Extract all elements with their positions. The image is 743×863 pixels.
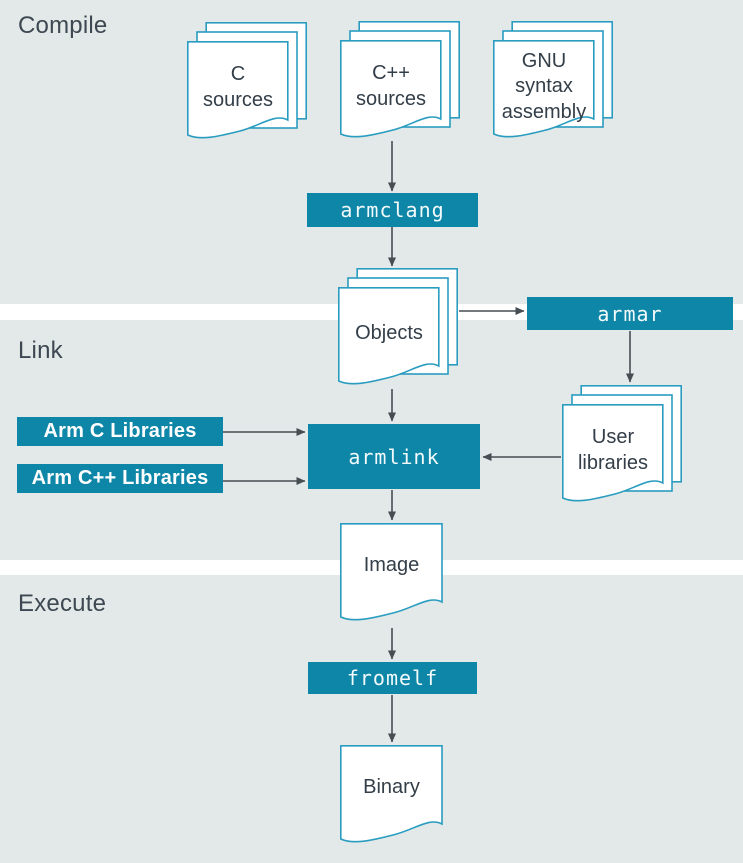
document-stack-icon (338, 268, 459, 385)
node-arm-c-libraries: Arm C Libraries (17, 417, 223, 446)
node-armar: armar (527, 297, 733, 330)
node-label: Arm C++ Libraries (31, 467, 209, 489)
document-stack-icon (340, 21, 461, 138)
node-label: armlink (348, 444, 440, 469)
section-label-execute: Execute (18, 590, 107, 617)
node-binary: Binary (340, 745, 443, 849)
node-label: Objects (355, 322, 423, 345)
node-c-sources: C sources (187, 22, 308, 147)
node-arm-cpp-libraries: Arm C++ Libraries (17, 464, 223, 493)
node-user-libraries: User libraries (562, 385, 683, 510)
document-stack-icon (493, 21, 614, 138)
section-label-link: Link (18, 337, 63, 364)
node-label: fromelf (346, 666, 439, 690)
document-stack-icon (562, 385, 683, 502)
node-armlink: armlink (308, 424, 480, 489)
node-label: armclang (340, 198, 445, 222)
document-stack-icon (187, 22, 308, 139)
node-label: armar (597, 301, 663, 326)
node-objects: Objects (338, 268, 459, 393)
node-label: Arm C Libraries (43, 420, 197, 442)
node-label: C sources (202, 63, 274, 111)
node-cpp-sources: C++ sources (340, 21, 461, 146)
section-label-compile: Compile (18, 12, 108, 39)
node-gnu-syntax-assembly: GNU syntax assembly (493, 21, 614, 146)
node-fromelf: fromelf (308, 662, 477, 694)
node-label: Image (363, 554, 420, 577)
node-armclang: armclang (307, 193, 478, 227)
node-image: Image (340, 523, 443, 627)
document-icon (340, 745, 443, 843)
node-label: User libraries (577, 426, 649, 474)
document-icon (340, 523, 443, 621)
node-label: C++ sources (355, 62, 427, 110)
node-label: Binary (363, 776, 420, 799)
node-label: GNU syntax assembly (501, 49, 587, 123)
